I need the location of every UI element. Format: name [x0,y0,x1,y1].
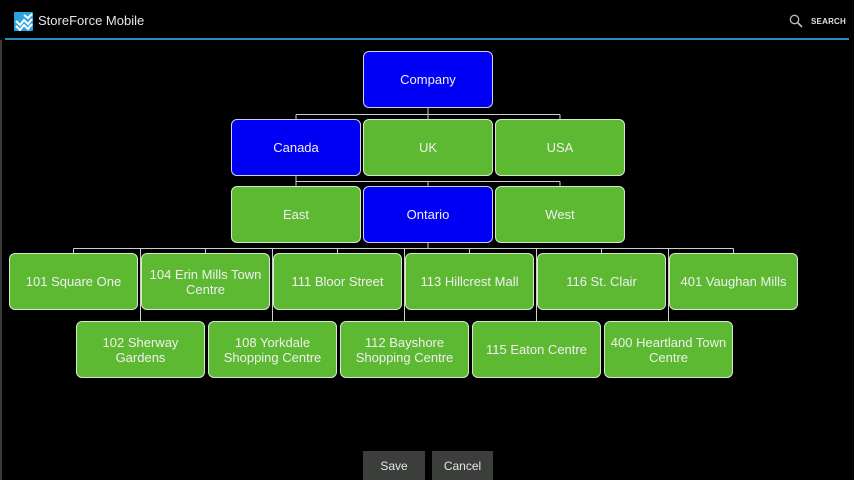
tree-node-113-hillcrest-mall[interactable]: 113 Hillcrest Mall [405,253,534,310]
tree-node-label: 401 Vaughan Mills [680,274,787,289]
tree-node-canada[interactable]: Canada [231,119,361,176]
tree-node-east[interactable]: East [231,186,361,243]
search-button[interactable]: SEARCH [789,14,846,28]
tree-node-401-vaughan-mills[interactable]: 401 Vaughan Mills [669,253,798,310]
tree-node-label: USA [546,140,574,155]
tree-node-label: 111 Bloor Street [291,274,384,289]
save-button[interactable]: Save [363,451,425,480]
tree-node-label: 116 St. Clair [566,274,637,289]
tree-node-label: 113 Hillcrest Mall [420,274,519,289]
tree-node-label: 115 Eaton Centre [486,342,587,357]
tree-node-112-bayshore-shopping-centre[interactable]: 112 Bayshore Shopping Centre [340,321,469,378]
tree-node-102-sherway-gardens[interactable]: 102 Sherway Gardens [76,321,205,378]
tree-node-label: 112 Bayshore Shopping Centre [355,334,454,365]
tree-node-115-eaton-centre[interactable]: 115 Eaton Centre [472,321,601,378]
tree-node-west[interactable]: West [495,186,625,243]
tree-node-company[interactable]: Company [363,51,493,108]
tree-node-usa[interactable]: USA [495,119,625,176]
cancel-button[interactable]: Cancel [432,451,493,480]
tree-node-400-heartland-town-centre[interactable]: 400 Heartland Town Centre [604,321,733,378]
app-title: StoreForce Mobile [38,13,145,28]
search-icon [789,14,803,28]
tree-node-104-erin-mills-town-centre[interactable]: 104 Erin Mills Town Centre [141,253,270,310]
tree-node-label: 108 Yorkdale Shopping Centre [223,334,322,365]
search-label: SEARCH [811,16,846,26]
tree-node-111-bloor-street[interactable]: 111 Bloor Street [273,253,402,310]
left-edge-divider [0,40,2,480]
storeforce-logo-icon [14,12,33,31]
tree-node-label: East [282,207,309,222]
tree-node-label: Company [400,72,456,87]
action-bar: StoreForce Mobile SEARCH [0,0,854,40]
tree-node-uk[interactable]: UK [363,119,493,176]
tree-node-101-square-one[interactable]: 101 Square One [9,253,138,310]
action-bar-underline [5,38,849,40]
tree-node-label: 400 Heartland Town Centre [610,334,727,365]
tree-node-108-yorkdale-shopping-centre[interactable]: 108 Yorkdale Shopping Centre [208,321,337,378]
tree-node-label: Ontario [406,207,450,222]
tree-node-label: UK [418,140,438,155]
tree-node-116-st-clair[interactable]: 116 St. Clair [537,253,666,310]
tree-node-label: 104 Erin Mills Town Centre [149,266,262,297]
tree-node-ontario[interactable]: Ontario [363,186,493,243]
tree-node-label: Canada [273,140,319,155]
tree-node-label: West [545,207,575,222]
tree-node-label: 101 Square One [25,274,122,289]
tree-node-label: 102 Sherway Gardens [102,334,179,365]
